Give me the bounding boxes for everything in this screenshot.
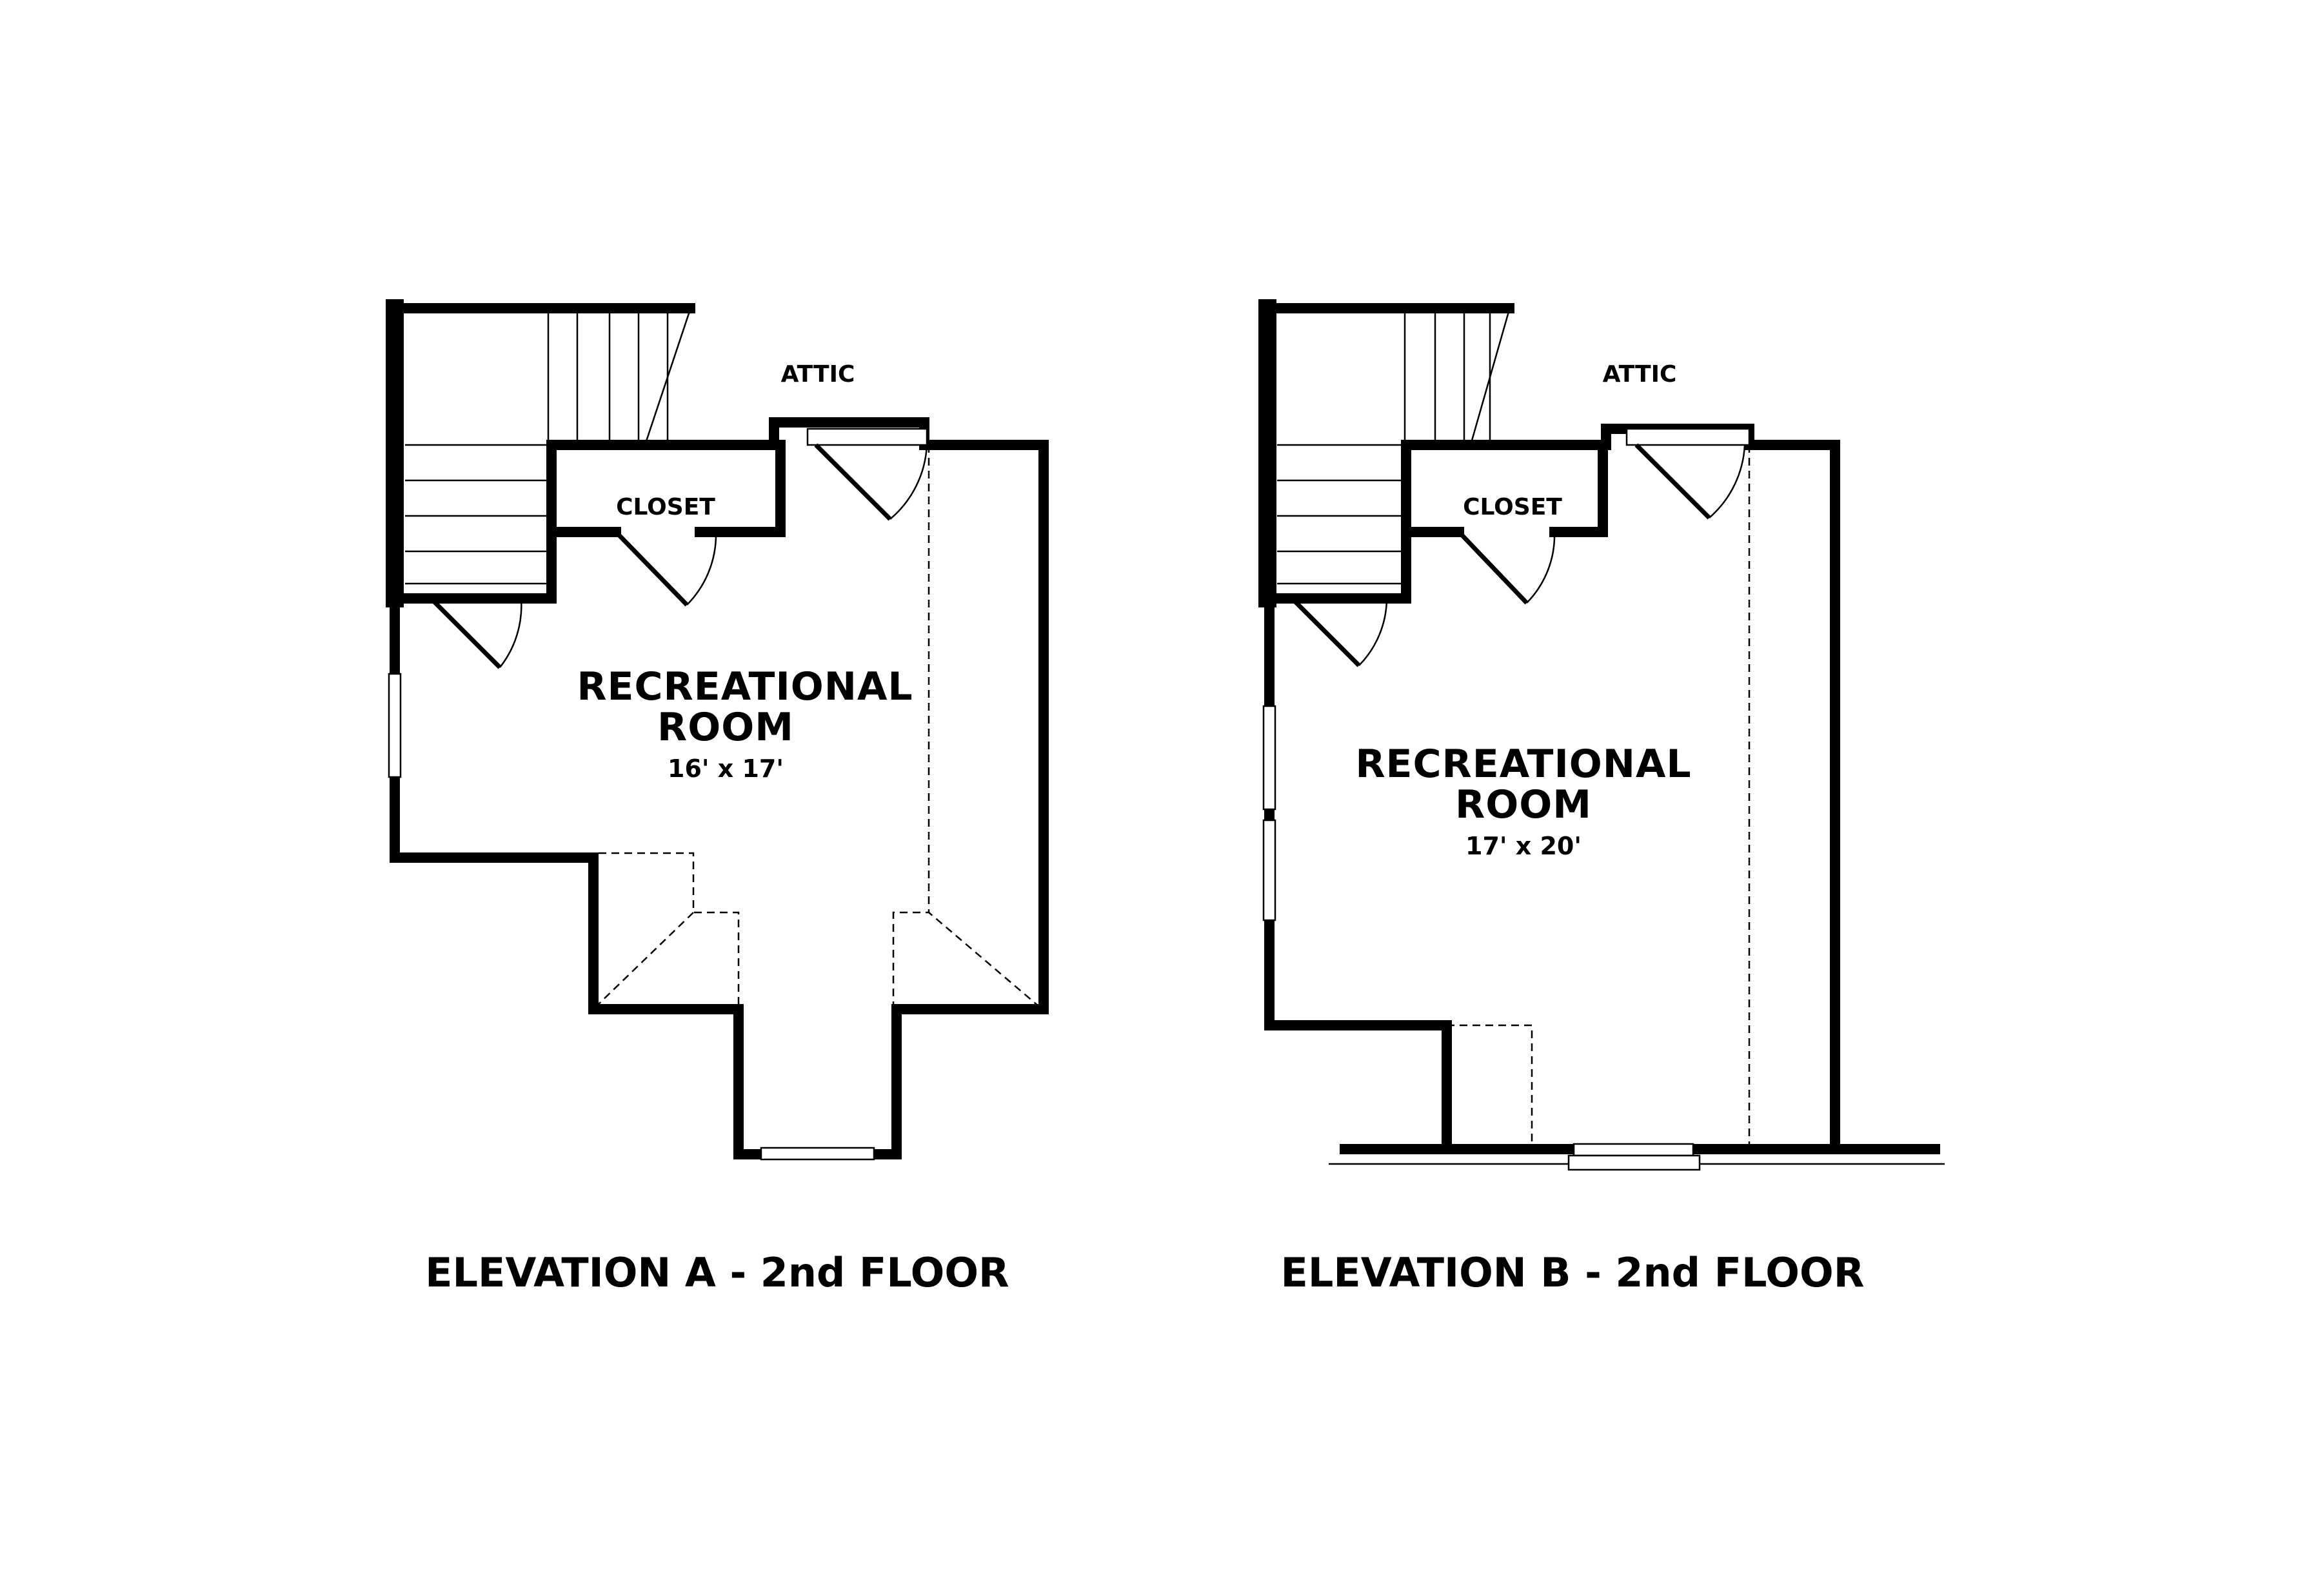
plan-a-closet-label: CLOSET [616, 494, 715, 520]
plan-b-left-window-upper [1262, 705, 1276, 811]
plan-a-room-name-line1: RECREATIONAL [577, 664, 913, 709]
plan-b-stair-door [1288, 595, 1388, 667]
plan-a-stairs [405, 309, 691, 598]
floor-plan-elevation-a: ATTIC CLOSET RECREATIONAL ROOM 16' x 17'… [386, 299, 1049, 1296]
plan-a-closet-wall [546, 440, 786, 537]
plan-a-outer-wall [390, 417, 1049, 1159]
plan-b-dashed-lines [1447, 445, 1751, 1145]
plan-a-caption: ELEVATION A - 2nd FLOOR [425, 1249, 1009, 1296]
plan-b-attic-label: ATTIC [1603, 361, 1677, 388]
plan-a-attic-label: ATTIC [781, 361, 855, 388]
plan-b-room-name-line1: RECREATIONAL [1355, 742, 1691, 787]
plan-a-attic-door [806, 428, 928, 521]
plan-a-bottom-window [760, 1147, 875, 1161]
plan-b-stair-wall [1271, 440, 1514, 604]
plan-a-closet-door [614, 530, 717, 607]
plan-b-front-window [1573, 1143, 1694, 1157]
plan-b-room-name-line2: ROOM [1455, 782, 1592, 827]
plan-b-closet-wall [1401, 440, 1608, 537]
plan-b-stairs [1277, 309, 1511, 598]
plan-b-closet-label: CLOSET [1463, 494, 1562, 520]
plan-b-front-sill [1567, 1154, 1701, 1171]
plan-b-caption: ELEVATION B - 2nd FLOOR [1281, 1249, 1865, 1296]
plan-a-left-window [388, 673, 402, 778]
plan-a-room-dimensions: 16' x 17' [668, 754, 784, 783]
plan-b-closet-door [1457, 530, 1556, 605]
plan-b-left-wall [1264, 593, 1452, 1154]
plan-a-stair-wall [400, 440, 695, 604]
plan-b-attic-door [1625, 428, 1751, 520]
plan-b-left-window-lower [1262, 819, 1276, 921]
plan-a-room-name-line2: ROOM [657, 705, 794, 750]
plan-a-stair-door [427, 595, 522, 669]
plan-a-dashed-lines [596, 445, 1039, 1009]
floor-plan-elevation-b: ATTIC CLOSET RECREATIONAL ROOM 17' x 20'… [1258, 299, 1945, 1296]
plan-b-room-dimensions: 17' x 20' [1465, 832, 1582, 860]
